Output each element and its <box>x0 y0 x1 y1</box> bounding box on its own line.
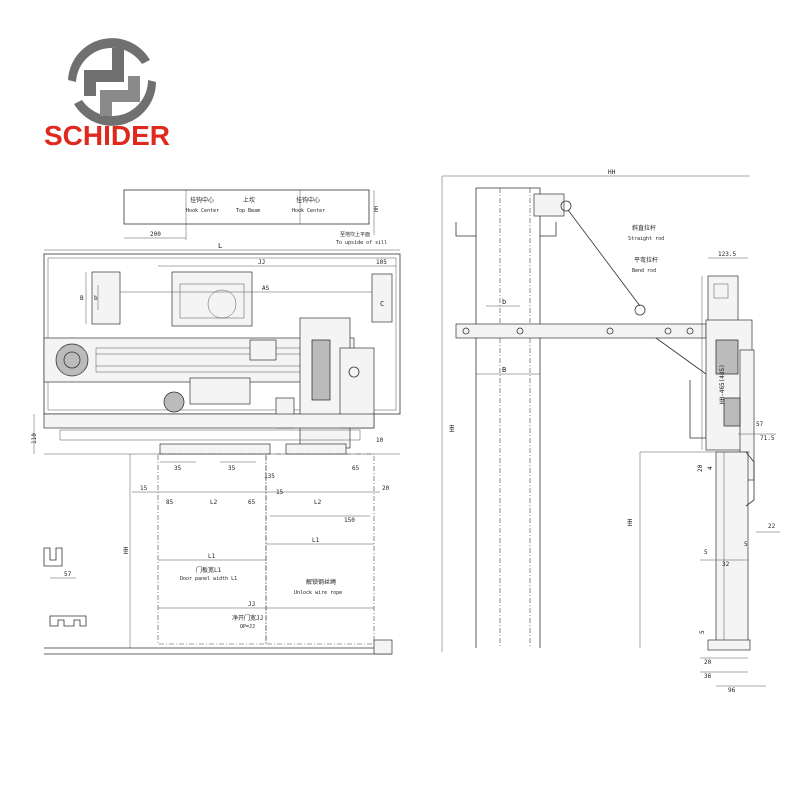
straight-rod-en: Straight rod <box>628 236 664 242</box>
hook-center-right-en: Hook Center <box>292 208 325 214</box>
dim-HH-front: HH <box>123 546 130 554</box>
brand-name: SCHIDER <box>44 120 170 151</box>
dim-hh-small: HH <box>374 206 380 212</box>
dim-32: 32 <box>722 561 730 568</box>
upside-sill-cn: 至地坎上平面 <box>340 231 370 238</box>
dim-20-side-a: 20 <box>697 464 704 472</box>
dim-22: 22 <box>768 523 776 530</box>
bend-rod-cn: 平弯拉杆 <box>634 256 658 264</box>
dim-200: 200 <box>150 231 161 238</box>
top-beam-cn: 上坎 <box>243 196 255 204</box>
door-panel-en: Door panel width L1 <box>180 576 237 582</box>
dim-L1a: L1 <box>208 553 216 560</box>
dim-15b: 15 <box>276 489 284 496</box>
dim-L2a: L2 <box>210 499 218 506</box>
dim-65a: 65 <box>352 465 360 472</box>
side-view: HH HH 斜直拉杆 Straight rod 平弯拉杆 Bend rod b … <box>441 169 780 694</box>
dim-C: C <box>380 300 384 308</box>
hook-center-left-cn: 挂钩中心 <box>190 196 214 204</box>
dim-85: 85 <box>166 499 174 506</box>
dim-96: 96 <box>728 687 736 694</box>
dim-57-side: 57 <box>756 421 764 428</box>
unlock-cn: 解锁钢丝绳 <box>306 578 336 586</box>
dim-150: 150 <box>344 517 355 524</box>
dim-L: L <box>218 242 222 250</box>
dim-57-front: 57 <box>64 571 72 578</box>
dim-B-side: B <box>502 366 506 374</box>
dim-10: 10 <box>376 437 384 444</box>
dim-JJ-bottom: JJ <box>248 601 255 608</box>
schider-logo-icon <box>68 38 156 126</box>
door-panel-cn: 门板宽L1 <box>196 566 222 574</box>
top-beam-en: Top Beam <box>236 208 260 214</box>
hook-center-left-en: Hook Center <box>186 208 219 214</box>
dim-20-front: 20 <box>382 485 390 492</box>
dim-HH-lower: HH <box>627 518 634 526</box>
dim-71-5: 71.5 <box>760 435 775 442</box>
dim-135: 135 <box>264 473 275 480</box>
dim-L2b: L2 <box>314 499 322 506</box>
dim-HH-side: HH <box>449 424 456 432</box>
hook-center-right-cn: 挂钩中心 <box>296 196 320 204</box>
dim-b-side: b <box>502 298 506 306</box>
clear-opening-cn: 净开门宽JJ <box>232 614 263 622</box>
dim-HH-top: HH <box>608 169 616 176</box>
dim-AS: AS <box>262 285 270 292</box>
dim-B-front: B <box>80 295 84 302</box>
bend-rod-en: Bend rod <box>632 268 656 274</box>
dim-20-side-b: 20 <box>704 659 712 666</box>
upside-sill-en: To upside of sill <box>336 240 387 246</box>
dim-HH-465: HH-465(485) <box>719 364 726 404</box>
dim-15a: 15 <box>140 485 148 492</box>
unlock-en: Unlock wire rope <box>294 590 342 596</box>
dim-5c: 5 <box>699 630 706 634</box>
dim-35b: 35 <box>228 465 236 472</box>
straight-rod-cn: 斜直拉杆 <box>632 224 656 232</box>
sill-profile: 57 <box>43 547 87 627</box>
dim-110: 110 <box>31 433 38 444</box>
clear-opening-en: OP=JJ <box>240 624 255 630</box>
dim-JJ-top: JJ <box>258 259 265 266</box>
dim-105: 105 <box>376 259 387 266</box>
dim-123-5: 123.5 <box>718 251 736 258</box>
dim-36: 36 <box>704 673 712 680</box>
dim-65b: 65 <box>248 499 256 506</box>
dim-b-front: b <box>94 295 98 302</box>
dim-5a: 5 <box>704 549 708 556</box>
dim-35a: 35 <box>174 465 182 472</box>
dim-5b: 5 <box>744 541 748 548</box>
dim-L1b: L1 <box>312 537 320 544</box>
dim-4: 4 <box>707 466 714 470</box>
front-view: 挂钩中心 Hook Center 上坎 Top Beam 挂钩中心 Hook C… <box>31 189 401 655</box>
